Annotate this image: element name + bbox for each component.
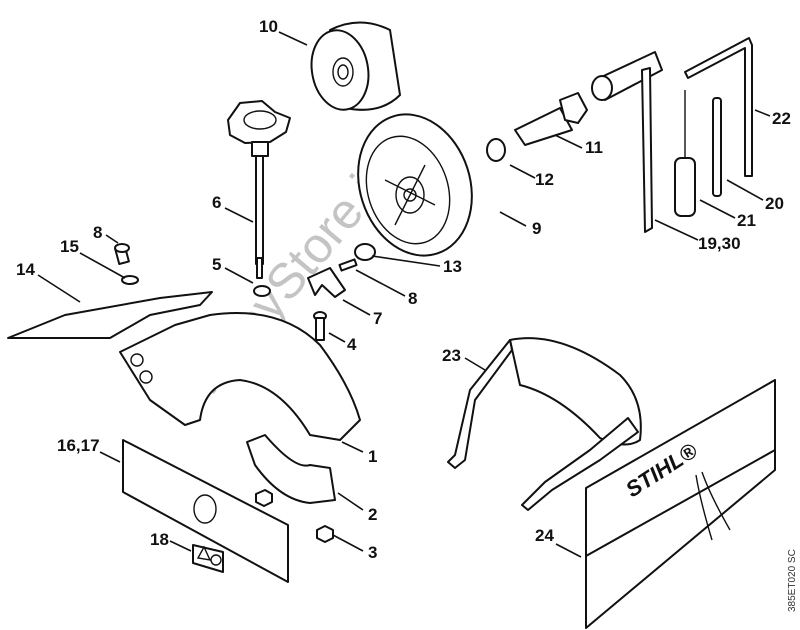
- callout-14: 14: [16, 260, 35, 279]
- callout-1: 1: [368, 447, 377, 466]
- callout-4: 4: [347, 335, 357, 354]
- part-socket-wrench: [591, 51, 663, 233]
- drawing-code: 385ET020 SC: [787, 549, 798, 612]
- part-screw-8b: [338, 258, 358, 272]
- callout-3: 3: [368, 543, 377, 562]
- callout-12: 12: [535, 170, 554, 189]
- callout-21: 21: [737, 211, 756, 230]
- callout-22: 22: [772, 109, 791, 128]
- part-nut-2: [255, 489, 273, 507]
- part-washer-5: [253, 285, 271, 297]
- part-hex-key-22: [684, 37, 753, 177]
- callout-13: 13: [443, 257, 462, 276]
- part-axle-bolt: [514, 92, 588, 146]
- part-pin-20: [712, 97, 722, 197]
- callout-7: 7: [373, 309, 382, 328]
- part-wheel: [357, 113, 473, 257]
- callout-20: 20: [765, 194, 784, 213]
- callout-19-30: 19,30: [698, 234, 741, 253]
- part-safety-glasses: [447, 337, 642, 511]
- leader-lines: [37, 31, 771, 558]
- part-plate-14: [7, 291, 213, 339]
- part-nut-3: [316, 525, 334, 543]
- callout-11: 11: [585, 138, 603, 157]
- part-washer-13: [354, 243, 376, 261]
- part-sheet-16-17: [122, 439, 289, 583]
- callout-6: 6: [212, 193, 221, 212]
- part-star-knob-bolt: [227, 100, 291, 279]
- callout-23: 23: [442, 346, 461, 365]
- part-screw-4: [313, 311, 327, 341]
- callout-8b: 8: [408, 289, 417, 308]
- callout-18: 18: [150, 530, 169, 549]
- part-warning-label-18: [192, 544, 224, 573]
- callout-5: 5: [212, 255, 221, 274]
- callout-15: 15: [60, 237, 79, 256]
- part-clamp-half: [246, 434, 336, 504]
- callout-8: 8: [93, 223, 102, 242]
- callout-10: 10: [259, 17, 278, 36]
- part-manual-pouch-24: STIHL®: [585, 379, 776, 629]
- callout-24: 24: [535, 526, 554, 545]
- callout-2: 2: [368, 505, 377, 524]
- part-washer-15: [121, 275, 139, 285]
- part-screw-8: [114, 243, 130, 266]
- part-roller: [310, 21, 401, 111]
- part-washer-12: [486, 138, 506, 162]
- part-screwdriver: [674, 90, 696, 217]
- part-guard: [119, 312, 361, 441]
- callout-9: 9: [532, 219, 541, 238]
- callout-16-17: 16,17: [57, 436, 100, 455]
- part-clamp-7: [307, 267, 346, 298]
